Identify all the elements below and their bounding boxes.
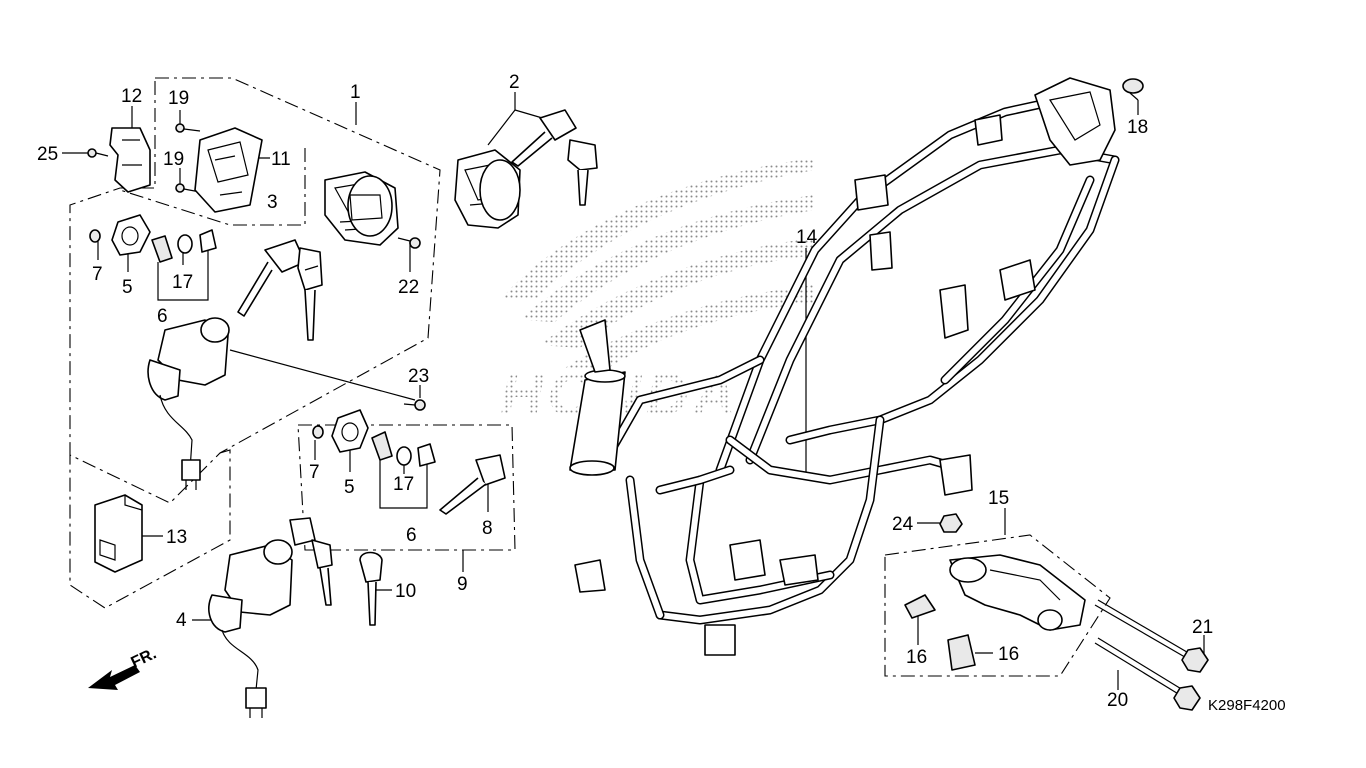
callout-5-lower: 5 [344, 477, 355, 498]
callout-15: 15 [988, 488, 1009, 509]
callout-24: 24 [892, 514, 914, 535]
part-25-screw [87, 148, 109, 158]
callout-11: 11 [271, 149, 291, 170]
callout-16-right: 16 [998, 644, 1019, 665]
part-5-shutter-cover [111, 214, 151, 256]
callout-7-lower: 7 [309, 462, 320, 483]
part-17-washer [177, 234, 193, 254]
part-1-ignition-switch-top [324, 171, 399, 246]
assembly-group-1-outline [69, 77, 441, 609]
part-2-ignition-switch [454, 149, 521, 229]
front-direction-label: FR. [129, 645, 160, 671]
callout-4: 4 [176, 610, 187, 631]
part-16-rubber-lower [947, 634, 976, 671]
part-7-screw [89, 229, 101, 243]
callout-10: 10 [395, 581, 416, 602]
part-6-clip [199, 229, 217, 253]
callout-12: 12 [121, 86, 142, 107]
part-8-key-blank [439, 454, 506, 515]
callout-labels: 1 2 3 4 5 5 6 6 7 7 8 9 10 11 12 13 14 1… [37, 72, 1286, 714]
part-4-key-set [289, 517, 333, 606]
diagram-code: K298F4200 [1208, 697, 1286, 714]
part-22-screw [397, 237, 421, 249]
callout-5-upper: 5 [122, 277, 133, 298]
callout-6-lower: 6 [406, 525, 417, 546]
part-4-seat-lock [208, 539, 293, 718]
part-17-washer-lower [396, 446, 412, 466]
part-13-control-unit [94, 494, 143, 573]
callout-19-upper: 19 [168, 88, 189, 109]
part-6-rubber-seal-lower [371, 431, 393, 461]
part-6-rubber-seal [151, 235, 173, 263]
part-6-clip-lower [417, 443, 436, 467]
callout-23: 23 [408, 366, 429, 387]
part-7-screw-lower [312, 425, 324, 439]
callout-1: 1 [350, 82, 361, 103]
part-23-screw [403, 399, 426, 411]
assembly-group-9-outline [297, 424, 516, 551]
part-11-switch-housing [194, 127, 263, 213]
callout-2: 2 [509, 72, 520, 93]
part-16-rubber-upper [904, 594, 936, 619]
part-12-bracket [109, 127, 151, 193]
callout-25: 25 [37, 144, 58, 165]
callout-7-upper: 7 [92, 264, 103, 285]
part-20-bolt [1094, 637, 1201, 711]
callout-6-upper: 6 [157, 306, 168, 327]
part-2-key-set [511, 109, 598, 206]
callout-21: 21 [1192, 617, 1213, 638]
part-21-bolt [1094, 599, 1209, 673]
front-direction-arrow: FR. [88, 645, 159, 690]
honda-wing-watermark: HONDA [500, 158, 815, 428]
callout-18: 18 [1127, 117, 1148, 138]
callout-3: 3 [267, 192, 278, 213]
part-14-frame-body [569, 77, 1120, 656]
part-1-ignition-lock-cylinder [147, 317, 230, 490]
callout-16-left: 16 [906, 647, 927, 668]
part-10-key [359, 551, 383, 626]
leader-lines [62, 92, 1205, 690]
callout-17-upper: 17 [172, 272, 193, 293]
callout-14: 14 [796, 227, 818, 248]
callout-13: 13 [166, 527, 187, 548]
callout-19-lower: 19 [163, 149, 184, 170]
callout-20: 20 [1107, 690, 1128, 711]
part-24-nut [939, 513, 963, 533]
part-18-grommet [1122, 78, 1144, 101]
callout-22: 22 [398, 277, 419, 298]
callout-9: 9 [457, 574, 468, 595]
part-15-engine-hanger [949, 554, 1086, 631]
callout-17-lower: 17 [393, 474, 414, 495]
part-19-screw-upper [175, 123, 201, 133]
assembly-group-15-outline [884, 534, 1111, 677]
part-3-key-set [237, 239, 323, 341]
part-5-shutter-cover-lower [331, 409, 369, 453]
callout-8: 8 [482, 518, 493, 539]
